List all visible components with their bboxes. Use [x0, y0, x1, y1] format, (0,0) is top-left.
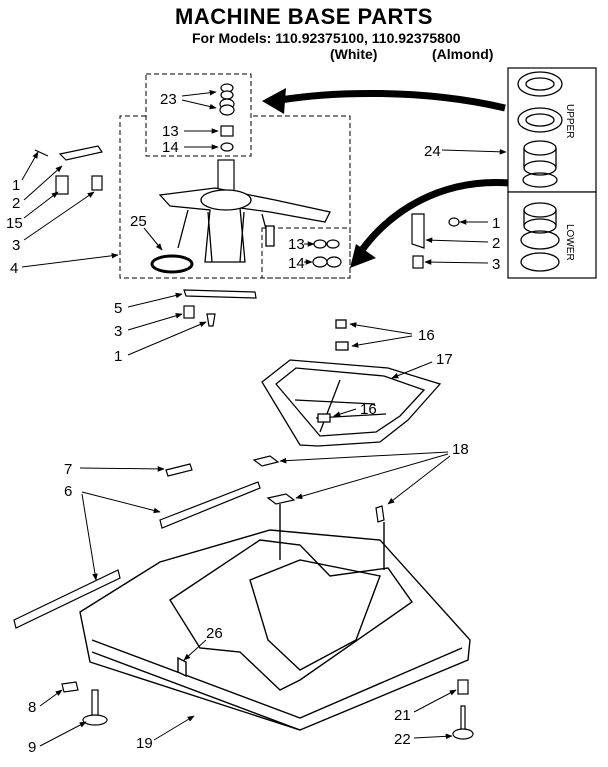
callout-15: 15 [6, 215, 23, 232]
diagram-title: MACHINE BASE PARTS [175, 4, 433, 29]
callout-1-lower: 1 [114, 348, 122, 365]
callout-6: 6 [64, 483, 72, 500]
upper-label: UPPER [564, 104, 575, 138]
callout-22: 22 [394, 731, 411, 748]
callout-14-lower: 14 [288, 255, 305, 272]
clips-18 [165, 455, 385, 523]
callout-2: 2 [12, 195, 20, 212]
callout-23: 23 [160, 91, 177, 108]
lower-label: LOWER [564, 224, 575, 261]
callout-14: 14 [162, 139, 179, 156]
machine-base-19 [79, 504, 471, 731]
variant-almond: (Almond) [432, 46, 494, 62]
bracket-5 [183, 289, 257, 327]
callout-4: 4 [10, 260, 18, 277]
callout-24: 24 [424, 143, 441, 160]
callout-21: 21 [394, 707, 411, 724]
callout-3-right: 3 [492, 256, 500, 273]
callout-2-right: 2 [492, 235, 500, 252]
right-small-parts [411, 213, 460, 269]
bearing-rings [517, 71, 563, 272]
callout-1-right: 1 [492, 215, 500, 232]
leader-lines [21, 89, 507, 747]
callout-13-lower: 13 [288, 236, 305, 253]
rails-6 [13, 481, 261, 629]
seal-ring [150, 254, 194, 274]
callout-3: 3 [12, 237, 20, 254]
callout-16-frame: 16 [360, 401, 377, 418]
upper-arrow [279, 89, 506, 112]
callout-26: 26 [206, 625, 223, 642]
callout-5: 5 [114, 300, 122, 317]
model-numbers: For Models: 110.92375100, 110.92375800 [192, 30, 461, 46]
spider-assembly [158, 187, 331, 263]
callout-16: 16 [418, 327, 435, 344]
leveling-feet [61, 679, 474, 740]
callout-labels: 23 13 14 24 1 2 15 3 25 4 13 14 1 2 3 5 … [6, 91, 500, 756]
callout-9: 9 [28, 739, 36, 756]
callout-17: 17 [436, 351, 453, 368]
callout-13: 13 [162, 123, 179, 140]
lower-arrow [359, 179, 511, 253]
grommet-detail-box [145, 73, 252, 157]
callout-25: 25 [130, 213, 147, 230]
callout-3-lower: 3 [114, 323, 122, 340]
variant-white: (White) [330, 46, 378, 62]
callout-8: 8 [28, 699, 36, 716]
callout-1: 1 [12, 177, 20, 194]
callout-19: 19 [136, 735, 153, 752]
dashed-detail-box [119, 73, 351, 279]
top-frame-17 [261, 319, 442, 447]
callout-18: 18 [452, 441, 469, 458]
callout-7: 7 [64, 461, 72, 478]
lower-grommet-box [261, 227, 351, 279]
left-small-parts [34, 145, 103, 195]
